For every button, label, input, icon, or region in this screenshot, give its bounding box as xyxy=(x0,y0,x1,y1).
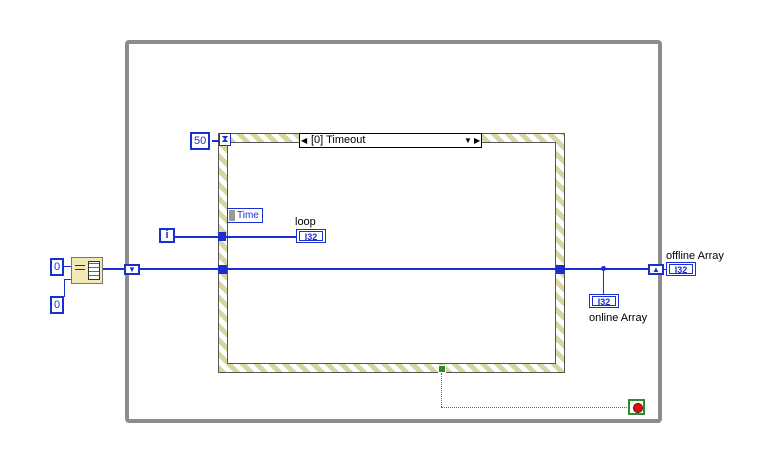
hourglass-icon: ⧗ xyxy=(219,133,231,146)
iteration-terminal[interactable]: i xyxy=(159,228,175,243)
array-icon xyxy=(88,261,100,280)
while-loop-frame[interactable] xyxy=(125,40,662,423)
size-constant[interactable]: 0 xyxy=(50,296,65,314)
event-structure[interactable] xyxy=(218,133,565,373)
shift-register-right[interactable]: ▲ xyxy=(648,264,664,275)
loop-indicator-type: I32 xyxy=(299,231,323,242)
event-tunnel-left xyxy=(218,265,227,274)
stop-icon xyxy=(633,403,643,413)
decrement-arrow-icon[interactable]: ◀ xyxy=(301,136,308,145)
wire-junction xyxy=(601,266,606,271)
timeout-constant[interactable]: 50 xyxy=(190,132,211,150)
online-label: online Array xyxy=(589,312,648,324)
stop-terminal[interactable] xyxy=(628,399,645,415)
loop-label: loop xyxy=(295,216,316,228)
time-event-data-node[interactable]: Time xyxy=(227,208,263,223)
time-node-label: Time xyxy=(237,210,259,221)
online-indicator-type: I32 xyxy=(592,296,616,307)
tunnel xyxy=(218,232,226,241)
event-tunnel-right xyxy=(556,265,565,274)
increment-arrow-icon[interactable]: ▶ xyxy=(474,136,481,145)
loop-indicator[interactable]: I32 xyxy=(296,229,326,243)
offline-label: offline Array xyxy=(666,250,724,262)
event-structure-diagram xyxy=(227,142,556,364)
event-case-selector[interactable]: ◀ [0] Timeout ▼ ▶ xyxy=(299,133,482,148)
online-indicator[interactable]: I32 xyxy=(589,294,619,308)
offline-indicator[interactable]: I32 xyxy=(666,262,696,276)
shift-register-left[interactable]: ▼ xyxy=(124,264,140,275)
initialize-array-node[interactable] xyxy=(71,257,103,284)
chevron-down-icon[interactable]: ▼ xyxy=(464,136,472,145)
event-case-label: [0] Timeout xyxy=(311,134,366,146)
boolean-tunnel xyxy=(438,365,446,373)
offline-indicator-type: I32 xyxy=(669,264,693,275)
element-constant[interactable]: 0 xyxy=(50,258,65,276)
